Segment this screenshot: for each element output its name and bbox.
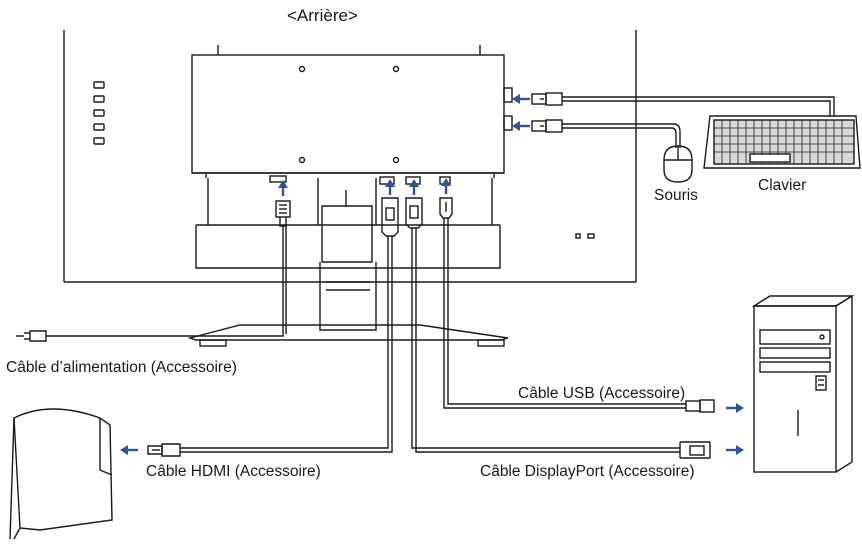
keyboard-icon [703, 115, 861, 169]
mouse-usb-cable [531, 119, 681, 148]
hdmi-display-icon [9, 408, 113, 540]
hdmi-cable [147, 197, 399, 457]
monitor-stand [187, 190, 509, 347]
usb-cable [439, 197, 715, 413]
keyboard-label: Clavier [758, 177, 807, 194]
keyboard-usb-cable [531, 92, 835, 116]
monitor-back [63, 30, 637, 283]
mouse-label: Souris [654, 187, 698, 204]
mouse-icon [663, 145, 693, 183]
usb-cable-label: Câble USB (Accessoire) [518, 385, 686, 402]
hdmi-cable-label: Câble HDMI (Accessoire) [146, 463, 321, 480]
power-cable [16, 200, 291, 342]
displayport-cable [405, 197, 711, 459]
computer-tower-icon [751, 294, 855, 473]
displayport-cable-label: Câble DisplayPort (Accessoire) [480, 463, 695, 480]
diagram-title: <Arrière> [287, 6, 358, 25]
power-cable-label: Câble d’alimentation (Accessoire) [6, 359, 237, 376]
